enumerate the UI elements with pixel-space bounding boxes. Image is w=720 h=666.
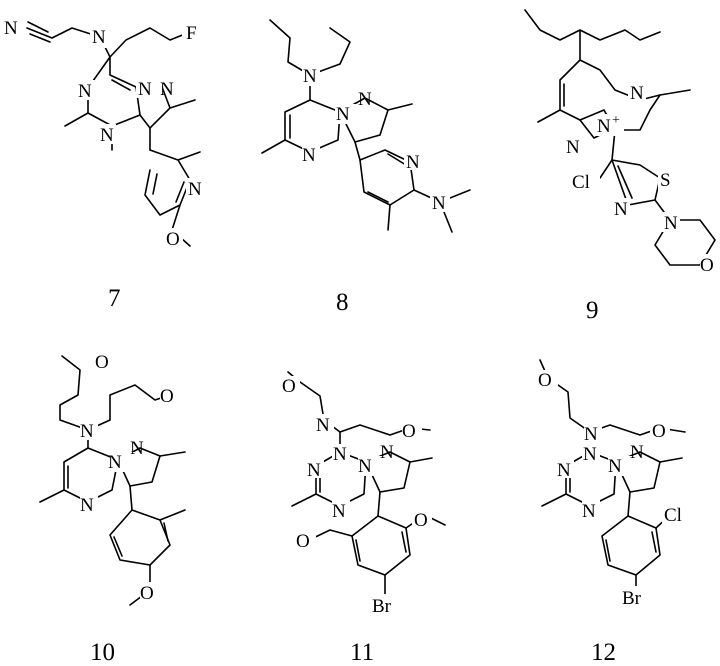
atom-label: +: [612, 113, 620, 128]
atom-label: Cl: [664, 505, 682, 526]
atom-label: N: [380, 442, 394, 463]
atom-label: N: [80, 495, 94, 516]
atom-label: O: [652, 421, 666, 442]
compound-11-structure: O N O N N N N N O O Br 11: [280, 371, 446, 666]
compound-number-8: 8: [336, 289, 349, 316]
compound-9-structure: N N + N S Cl N N O 9: [524, 9, 718, 324]
atom-label: N: [336, 104, 350, 125]
atom-label: N: [597, 116, 611, 137]
atom-label: N: [583, 444, 597, 465]
atom-label: N: [316, 415, 330, 436]
atom-label: N: [582, 501, 596, 522]
compound-number-9: 9: [586, 297, 599, 324]
atom-label: O: [140, 583, 154, 604]
compound-7-structure: N C N F N N N N N O 7: [4, 18, 204, 312]
compound-8-structure: N N N N N N 8: [261, 19, 471, 316]
atom-label: O: [538, 370, 552, 391]
atom-label: Br: [622, 588, 642, 609]
atom-label: O: [700, 255, 714, 276]
atom-label: N: [333, 444, 347, 465]
atom-label: O: [296, 531, 310, 552]
atom-label: N: [608, 456, 622, 477]
atom-label: N: [406, 152, 420, 173]
atom-label: S: [660, 170, 671, 191]
atom-label: O: [282, 376, 296, 397]
compound-number-7: 7: [108, 285, 121, 312]
atom-label: F: [186, 23, 197, 44]
atom-label: N: [303, 66, 317, 87]
atom-label: N: [630, 442, 644, 463]
atom-label: N: [188, 179, 202, 200]
atom-label: N: [160, 79, 174, 100]
atom-label: N: [302, 145, 316, 166]
compound-number-11: 11: [350, 639, 374, 666]
compound-number-12: 12: [591, 639, 616, 666]
atom-label: N: [557, 460, 571, 481]
atom-label: N: [332, 501, 346, 522]
atom-label: Br: [372, 596, 392, 617]
atom-label: O: [402, 421, 416, 442]
atom-label: N: [566, 137, 580, 158]
compound-10-structure: O O N N N N O 10: [39, 352, 186, 666]
atom-label: Cl: [572, 172, 590, 193]
compound-number-10: 10: [90, 639, 115, 666]
compound-12-structure: O N O N N N N N Cl Br 12: [538, 359, 690, 666]
atom-label: N: [138, 79, 152, 100]
atom-label: O: [95, 352, 109, 373]
atom-label: N: [584, 424, 598, 445]
atom-label: N: [307, 460, 321, 481]
atom-label: O: [414, 510, 428, 531]
atom-label: N: [358, 89, 372, 110]
atom-label: N: [100, 125, 114, 146]
atom-label: N: [78, 81, 92, 102]
atom-label: N: [80, 421, 94, 442]
atom-label: N: [130, 438, 144, 459]
atom-label: O: [160, 386, 174, 407]
atom-label: N: [432, 193, 446, 214]
atom-label: N: [630, 83, 644, 104]
atom-label: N: [614, 199, 628, 220]
atom-label: N: [4, 18, 18, 39]
atom-label: N: [664, 213, 678, 234]
atom-label: N: [92, 27, 106, 48]
atom-label: N: [108, 452, 122, 473]
atom-label: O: [166, 229, 180, 250]
atom-label: N: [358, 456, 372, 477]
